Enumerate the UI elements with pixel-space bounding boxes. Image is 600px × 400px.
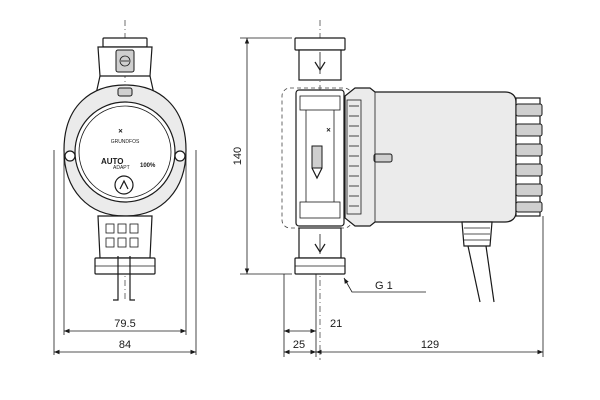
front-faceplate: ✕ GRUNDFOS AUTO ADAPT 100% [101,128,156,195]
control-button-icon [119,179,129,190]
front-top-nut [95,37,155,95]
side-view: ✕ [232,20,544,360]
dimension-84: 84 [54,339,196,355]
dimension-140: 140 [232,37,292,275]
thread-callout: G 1 [343,277,426,293]
dim-label-21: 21 [330,318,342,330]
front-bottom-nut [94,215,156,275]
control-button [114,175,134,195]
side-pump-housing: ✕ [281,87,353,229]
dim-label-25: 25 [293,339,305,351]
front-view: ✕ GRUNDFOS AUTO ADAPT 100% [53,20,197,355]
dimension-129: 129 [316,339,543,355]
side-cable [461,221,495,303]
speed-label: 100% [140,163,156,169]
auto-mode-sublabel: ADAPT [113,165,130,171]
side-x-logo: ✕ [326,127,331,134]
dimension-79-5: 79.5 [63,318,186,334]
front-cable [113,256,135,301]
side-end-cap [515,97,543,217]
brand-name: GRUNDFOS [111,139,140,145]
dim-label-129: 129 [421,339,439,351]
auto-mode-label: AUTO [101,157,124,166]
dim-label-84: 84 [119,339,131,351]
thread-label: G 1 [375,280,393,292]
side-top-nut [294,37,346,81]
dimension-21: 21 [284,318,342,334]
side-motor [344,87,517,227]
dim-label-79-5: 79.5 [114,318,135,330]
side-bottom-nut [294,227,346,275]
grundfos-x-logo: ✕ [118,128,123,135]
dim-label-140: 140 [232,147,244,165]
dimension-25: 25 [284,339,316,355]
front-housing [63,84,187,217]
